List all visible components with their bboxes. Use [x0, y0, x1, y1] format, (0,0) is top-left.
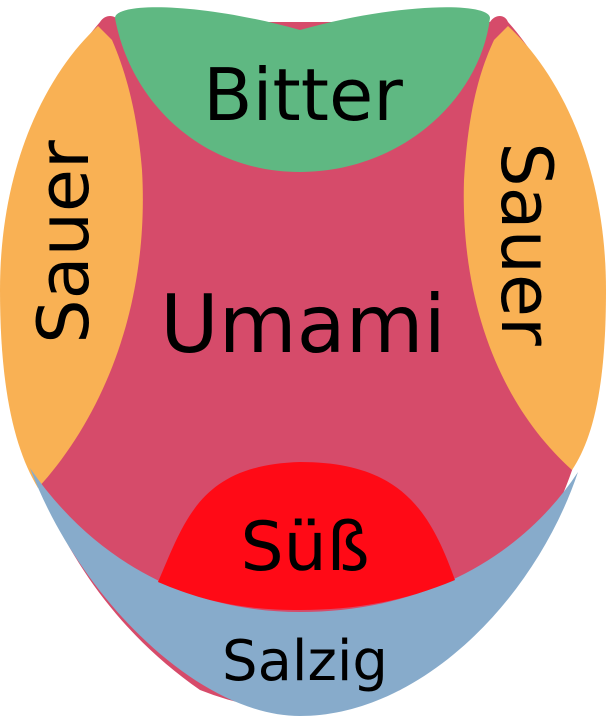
salzig-region [30, 468, 578, 716]
bitter-label: Bitter [203, 53, 403, 137]
sauer-left-region [0, 26, 143, 488]
salzig-label: Salzig [222, 629, 388, 694]
suess-region [158, 462, 455, 610]
sauer-right-label: Sauer [485, 142, 567, 346]
umami-label: Umami [160, 278, 446, 371]
bitter-region [115, 7, 490, 172]
umami-region [5, 16, 600, 710]
suess-label: Süß [240, 508, 369, 587]
sauer-left-label: Sauer [23, 140, 105, 344]
sauer-right-region [463, 26, 606, 470]
